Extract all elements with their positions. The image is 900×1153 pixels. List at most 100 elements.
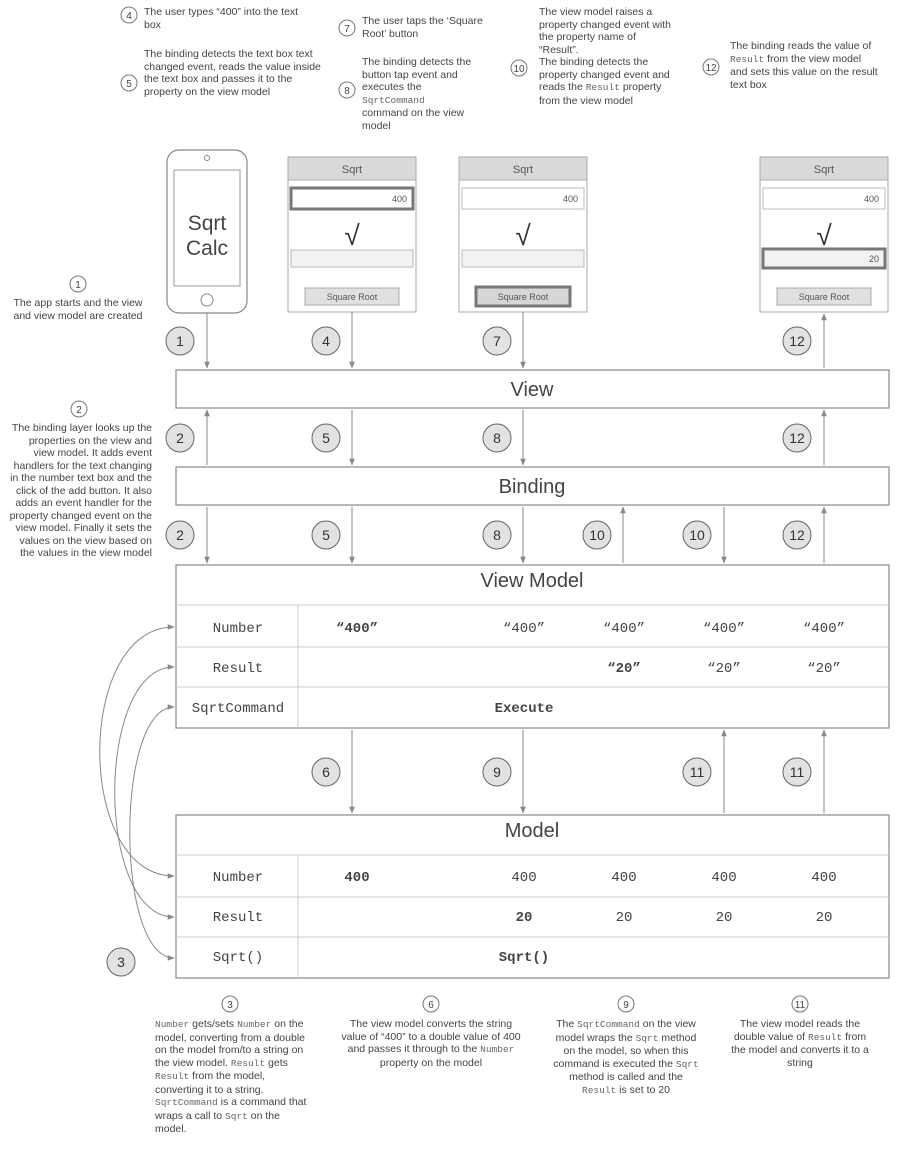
sqrt-symbol: √ bbox=[344, 220, 360, 251]
model-cell: 400 bbox=[811, 870, 836, 886]
svg-text:10: 10 bbox=[589, 527, 605, 543]
note-step-10: 10 The view model raises a property chan… bbox=[510, 6, 671, 107]
step-badge-2: 2 bbox=[165, 520, 195, 550]
sqrt-symbol: √ bbox=[515, 220, 531, 251]
svg-text:11: 11 bbox=[690, 764, 705, 780]
note-step-5: 5 The binding detects the text box text … bbox=[120, 48, 322, 98]
step-badge-10: 10 bbox=[582, 520, 612, 550]
svg-text:5: 5 bbox=[322, 430, 330, 446]
model-cell: 20 bbox=[616, 910, 633, 926]
svg-text:8: 8 bbox=[493, 527, 501, 543]
note-step-11: 11 The view model reads the double value… bbox=[730, 995, 870, 1069]
step-badge-12: 12 bbox=[782, 520, 812, 550]
svg-text:12: 12 bbox=[789, 430, 805, 446]
svg-text:10: 10 bbox=[513, 64, 525, 75]
view-model-cell: “400” bbox=[703, 621, 745, 637]
number-textbox-value: 400 bbox=[392, 194, 407, 204]
step-badge-11: 11 bbox=[782, 757, 812, 787]
square-root-button-label: Square Root bbox=[498, 292, 549, 302]
binding-layer: Binding bbox=[175, 466, 890, 506]
result-textbox-value: 20 bbox=[869, 254, 879, 264]
note-step-12: 12 The binding reads the value of Result… bbox=[702, 40, 880, 91]
view-model-cell: Execute bbox=[495, 701, 554, 717]
view-model-layer: View Model Number“400”“400”“400”“400”“40… bbox=[175, 564, 890, 729]
result-textbox[interactable] bbox=[461, 249, 585, 268]
step-badge-5: 5 bbox=[311, 520, 341, 550]
svg-text:3: 3 bbox=[117, 954, 125, 970]
svg-text:1: 1 bbox=[75, 280, 81, 291]
step-badge-7: 7 bbox=[482, 326, 512, 356]
step-badge-12: 12 bbox=[782, 423, 812, 453]
svg-text:10: 10 bbox=[689, 527, 705, 543]
number-textbox[interactable] bbox=[762, 187, 886, 210]
svg-text:6: 6 bbox=[322, 764, 330, 780]
step-badge-5: 5 bbox=[311, 423, 341, 453]
model-cell: 400 bbox=[511, 870, 536, 886]
model-layer-label: Model bbox=[505, 820, 559, 842]
sqrt-symbol: √ bbox=[816, 220, 832, 251]
note-step-8: 8 The binding detects the button tap eve… bbox=[338, 56, 490, 132]
view-model-cell: “400” bbox=[603, 621, 645, 637]
screen-title: Sqrt bbox=[513, 164, 533, 176]
step-badge-2: 2 bbox=[165, 423, 195, 453]
svg-text:9: 9 bbox=[493, 764, 501, 780]
svg-text:8: 8 bbox=[493, 430, 501, 446]
step-badge-4: 4 bbox=[311, 326, 341, 356]
svg-text:8: 8 bbox=[344, 86, 350, 97]
note-step-6: 6 The view model converts the string val… bbox=[338, 995, 524, 1069]
note-step-1: 1 The app starts and the view and view m… bbox=[10, 275, 146, 322]
step-badge-1: 1 bbox=[165, 326, 195, 356]
svg-text:4: 4 bbox=[322, 333, 330, 349]
view-model-cell: “400” bbox=[803, 621, 845, 637]
step-badge-9: 9 bbox=[482, 757, 512, 787]
step-badge-3: 3 bbox=[106, 947, 136, 977]
square-root-button[interactable] bbox=[776, 287, 872, 306]
number-textbox[interactable] bbox=[461, 187, 585, 210]
result-textbox[interactable] bbox=[761, 247, 887, 270]
view-layer: View bbox=[175, 369, 890, 409]
view-model-cell: “20” bbox=[607, 661, 641, 677]
svg-text:6: 6 bbox=[428, 1000, 434, 1011]
svg-text:7: 7 bbox=[493, 333, 501, 349]
square-root-button[interactable] bbox=[474, 285, 572, 308]
phone-screen-7: Sqrt 400 √ Square Root bbox=[458, 156, 588, 313]
binding-layer-label: Binding bbox=[499, 476, 566, 498]
model-cell: 20 bbox=[516, 910, 533, 926]
note-step-2: 2 The binding layer looks up the propert… bbox=[6, 400, 152, 560]
phone-splash: Sqrt Calc bbox=[166, 149, 248, 314]
svg-text:12: 12 bbox=[705, 63, 717, 74]
svg-text:5: 5 bbox=[322, 527, 330, 543]
view-model-cell: “20” bbox=[707, 661, 741, 677]
note-step-3: 3 Number gets/sets Number on the model, … bbox=[155, 995, 313, 1136]
view-model-row-label: Number bbox=[213, 621, 263, 637]
phone-screen-4: Sqrt 400 √ Square Root bbox=[287, 156, 417, 313]
step-badge-8: 8 bbox=[482, 520, 512, 550]
number-textbox-value: 400 bbox=[563, 194, 578, 204]
svg-text:9: 9 bbox=[623, 1000, 629, 1011]
note-step-9: 9 The SqrtCommand on the view model wrap… bbox=[553, 995, 699, 1097]
svg-text:5: 5 bbox=[126, 79, 132, 90]
step-badge-10: 10 bbox=[682, 520, 712, 550]
note-step-7: 7 The user taps the ‘Square Root’ button bbox=[338, 15, 492, 40]
model-row-label: Number bbox=[213, 870, 263, 886]
note-step-4: 4 The user types “400” into the text box bbox=[120, 6, 314, 31]
view-model-layer-label: View Model bbox=[480, 570, 583, 592]
screen-title: Sqrt bbox=[814, 164, 834, 176]
svg-text:3: 3 bbox=[227, 1000, 233, 1011]
number-textbox[interactable] bbox=[289, 186, 415, 211]
step-badge-8: 8 bbox=[482, 423, 512, 453]
square-root-button-label: Square Root bbox=[327, 292, 378, 302]
model-row-label: Sqrt() bbox=[213, 950, 263, 966]
model-cell: 20 bbox=[816, 910, 833, 926]
splash-line-2: Calc bbox=[186, 237, 228, 260]
square-root-button[interactable] bbox=[304, 287, 400, 306]
svg-text:7: 7 bbox=[344, 24, 350, 35]
svg-text:4: 4 bbox=[126, 11, 132, 22]
model-cell: 20 bbox=[716, 910, 733, 926]
view-layer-label: View bbox=[511, 379, 555, 401]
model-cell: 400 bbox=[344, 870, 369, 886]
result-textbox[interactable] bbox=[290, 249, 414, 268]
step-badge-6: 6 bbox=[311, 757, 341, 787]
view-model-row-label: SqrtCommand bbox=[192, 701, 284, 717]
svg-text:2: 2 bbox=[176, 430, 184, 446]
